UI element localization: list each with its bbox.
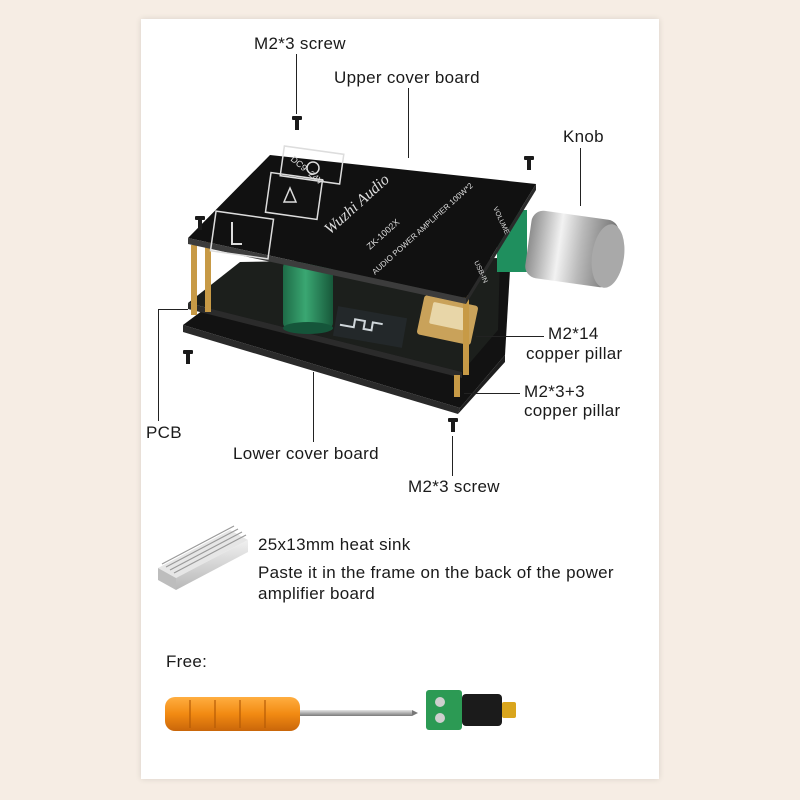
heat-sink-title: 25x13mm heat sink — [258, 535, 411, 554]
screw-top-right — [524, 156, 534, 170]
screws — [183, 116, 534, 432]
leader-upper-cover — [408, 88, 409, 158]
heat-sink-image — [158, 525, 248, 590]
product-card — [141, 19, 659, 779]
screw-lower-left — [183, 350, 193, 364]
label-upper-cover-board: Upper cover board — [334, 68, 480, 87]
leader-m233 — [464, 393, 520, 394]
pcb-board — [188, 258, 500, 378]
label-pcb: PCB — [146, 423, 182, 442]
label-m233-line2: copper pillar — [524, 401, 621, 420]
heat-sink-description-line2: amplifier board — [258, 584, 375, 603]
copper-pillars — [191, 242, 469, 397]
volume-knob — [525, 210, 625, 288]
screwdriver-image — [165, 697, 418, 731]
leader-m214 — [476, 336, 544, 337]
upper-cover-board: DC9~24V Wuzhi Audio ZK-1002X AUDIO POWER… — [188, 145, 536, 304]
leader-screw-bottom — [452, 436, 453, 476]
leader-knob — [580, 148, 581, 206]
screw-left — [195, 216, 205, 230]
leader-screw-top — [296, 54, 297, 114]
screw-bottom — [448, 418, 458, 432]
free-items-label: Free: — [166, 652, 208, 671]
leader-pcb-h — [158, 309, 188, 310]
capacitor — [283, 262, 333, 334]
label-m233-line1: M2*3+3 — [524, 382, 585, 401]
heat-sink-description-line1: Paste it in the frame on the back of the… — [258, 563, 614, 582]
label-m214-line1: M2*14 — [548, 324, 599, 343]
leader-lower-cover — [313, 372, 314, 442]
label-lower-cover-board: Lower cover board — [233, 444, 379, 463]
label-m23-screw-top: M2*3 screw — [254, 34, 346, 53]
screw-top-left — [292, 116, 302, 130]
leader-pcb-v — [158, 309, 159, 421]
label-m23-screw-bottom: M2*3 screw — [408, 477, 500, 496]
label-knob: Knob — [563, 127, 604, 146]
dc-connector-image — [426, 690, 516, 730]
label-m214-line2: copper pillar — [526, 344, 623, 363]
